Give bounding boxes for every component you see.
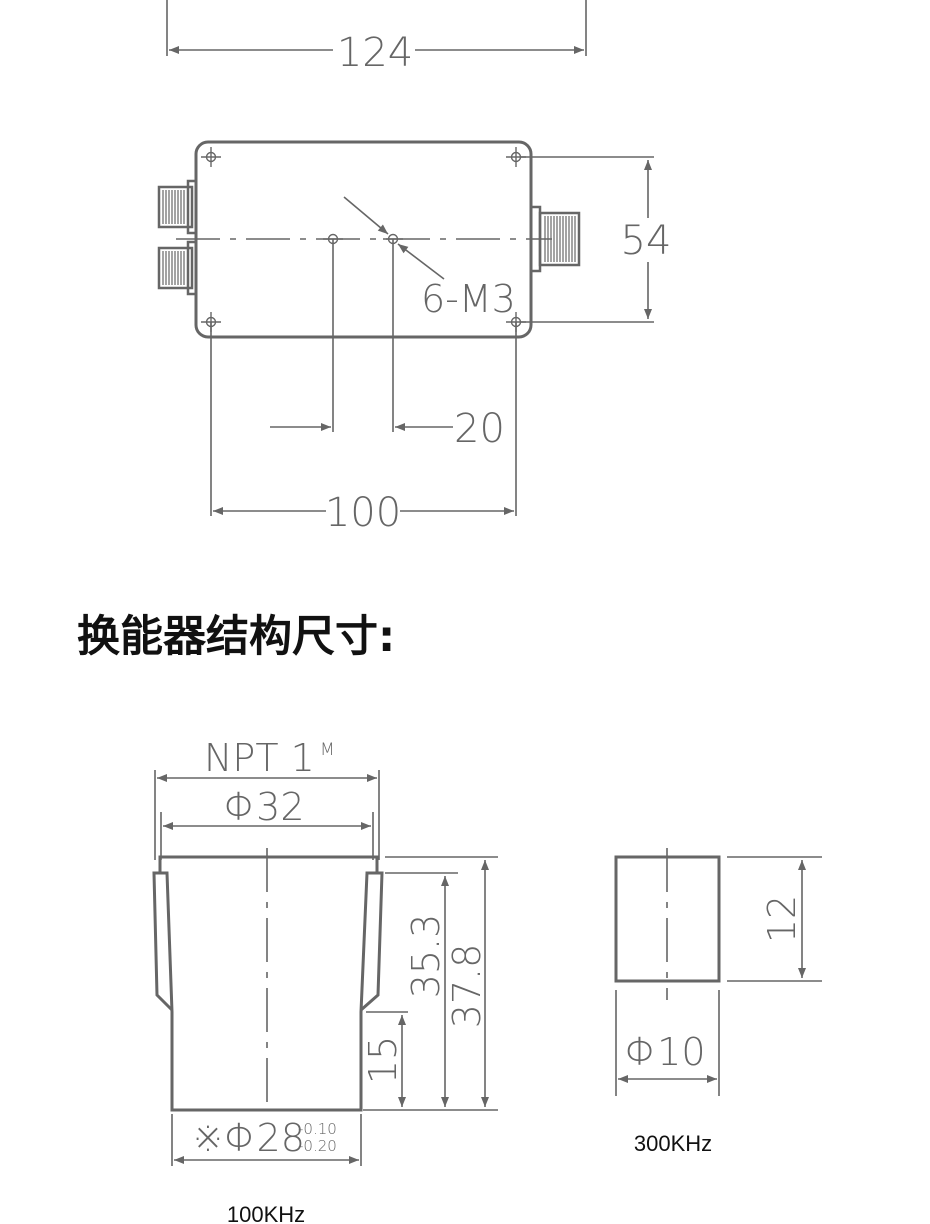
transducer-body xyxy=(158,855,379,1112)
width-124-label: 124 xyxy=(337,30,413,76)
transducer-100khz-drawing: NPT 1 M Φ32 37.8 35.3 15 ※Φ28 -0.10 -0.2… xyxy=(152,736,498,1224)
thread-npt-label: NPT 1 xyxy=(204,736,315,780)
step-15-label: 15 xyxy=(361,1036,405,1084)
height-12-label: 12 xyxy=(760,895,804,943)
height-35-3-label: 35.3 xyxy=(404,914,448,999)
tolerance-upper: -0.10 xyxy=(298,1120,337,1138)
diameter-28-label: ※Φ28 xyxy=(192,1116,305,1160)
left-connector-top xyxy=(157,179,198,235)
left-connector-bottom xyxy=(157,240,198,296)
housing-plan-view: 6-M3 54 20 100 xyxy=(157,140,672,536)
height-54-label: 54 xyxy=(621,218,672,264)
transducer-300khz-drawing: 12 Φ10 300KHz xyxy=(614,848,822,1156)
diameter-32-label: Φ32 xyxy=(223,785,304,829)
hole-6m3-label: 6-M3 xyxy=(421,277,516,321)
diameter-10-label: Φ10 xyxy=(624,1030,705,1074)
spacing-20-label: 20 xyxy=(454,406,505,452)
section-title: 换能器结构尺寸: xyxy=(77,612,395,662)
tolerance-lower: -0.20 xyxy=(298,1137,337,1155)
spacing-100-label: 100 xyxy=(325,490,401,536)
height-37-8-label: 37.8 xyxy=(445,944,489,1029)
top-view: 124 xyxy=(166,0,587,76)
thread-npt-superscript: M xyxy=(320,740,335,760)
caption-300khz: 300KHz xyxy=(634,1131,712,1156)
caption-100khz: 100KHz xyxy=(227,1202,305,1224)
